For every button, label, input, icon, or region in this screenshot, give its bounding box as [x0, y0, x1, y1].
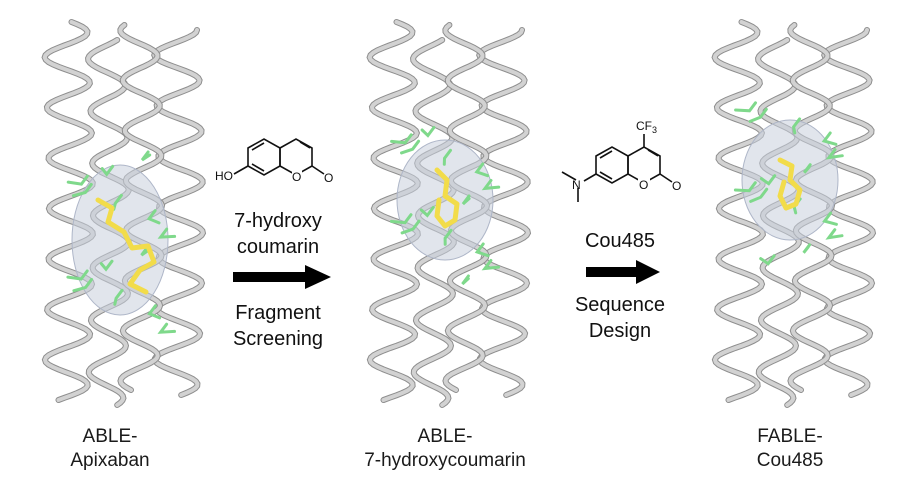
ligand-sticks	[434, 167, 460, 229]
protein-panel-cou485	[690, 0, 890, 420]
helix-ribbon	[822, 28, 876, 397]
side-chain	[140, 245, 151, 257]
side-chain	[147, 304, 162, 320]
side-chain	[481, 259, 500, 271]
side-chain	[71, 183, 93, 198]
atom-o-carbonyl-2: O	[672, 179, 681, 193]
binding-pocket	[396, 139, 494, 261]
caption-apixaban-line1: ABLE-	[82, 426, 138, 447]
side-chain	[748, 107, 768, 123]
atom-o-ring-2: O	[639, 178, 648, 192]
side-chain	[734, 101, 757, 113]
side-chain	[481, 178, 501, 191]
side-chain	[140, 150, 152, 162]
structure-7-hydroxycoumarin: HO O O	[215, 138, 333, 185]
caption-cou485-line2: Cou485	[756, 450, 824, 471]
method-fragment-screening: Fragment Screening	[220, 300, 336, 352]
ligand-sticks	[95, 197, 157, 295]
side-chain	[66, 269, 89, 281]
arrow-step1	[233, 265, 331, 289]
ligand-sticks	[777, 157, 803, 211]
ligand-label-cou485: Cou485	[570, 228, 670, 254]
atom-o-carbonyl-1: O	[324, 171, 333, 185]
side-chain	[389, 213, 413, 225]
ligand-cou485-text: Cou485	[584, 230, 656, 252]
side-chain	[803, 163, 812, 174]
structure-cou485: CF3 N O O	[561, 119, 681, 202]
atom-o-ring-1: O	[292, 170, 301, 184]
side-chain	[99, 259, 114, 272]
side-chain	[733, 181, 757, 193]
side-chain	[443, 228, 453, 246]
side-chain	[442, 148, 452, 166]
caption-cou485: FABLE- Cou485	[720, 425, 860, 473]
method2-line2: Design	[588, 320, 652, 342]
side-chain	[822, 211, 838, 226]
caption-7-hydroxycoumarin: ABLE- 7-hydroxycoumarin	[355, 425, 535, 473]
method-sequence-design: Sequence Design	[564, 292, 676, 344]
helix-bundle-apixaban	[41, 19, 207, 408]
side-chain	[802, 243, 812, 254]
side-chain	[146, 209, 161, 225]
side-chain	[100, 164, 115, 177]
side-chain	[420, 126, 436, 138]
arrow-step2	[586, 260, 660, 284]
side-chain	[461, 194, 471, 206]
ligand-label-line2: coumarin	[236, 236, 320, 258]
helix-ribbon	[712, 20, 765, 402]
protein-panel-apixaban	[20, 0, 220, 420]
side-chain	[157, 322, 176, 334]
method-line1: Fragment	[235, 302, 321, 324]
side-chain	[66, 174, 89, 186]
side-chain	[759, 254, 776, 266]
binding-pocket	[71, 164, 169, 316]
helix-bundle-7-hydroxycoumarin	[366, 19, 532, 408]
side-chain	[791, 117, 802, 135]
side-chain	[759, 174, 777, 186]
side-chain	[390, 133, 413, 145]
protein-panel-7-hydroxycoumarin	[345, 0, 545, 420]
side-chain	[825, 148, 844, 160]
caption-apixaban: ABLE- Apixaban	[40, 425, 180, 473]
atom-cf3: CF3	[636, 119, 657, 135]
atom-ho: HO	[215, 169, 233, 183]
side-chain	[821, 131, 838, 146]
side-chain	[400, 139, 421, 155]
side-chain	[419, 205, 435, 218]
caption-7hc-line1: ABLE-	[417, 426, 473, 447]
side-chain	[474, 162, 490, 178]
side-chain	[474, 242, 490, 258]
ligand-label-line1: 7-hydroxy	[234, 210, 322, 232]
helix-bundle-cou485	[711, 19, 877, 408]
method-line2: Screening	[232, 328, 324, 350]
side-chain	[461, 274, 470, 286]
side-chain	[72, 277, 94, 293]
side-chain	[400, 219, 421, 235]
caption-7hc-line2: 7-hydroxycoumarin	[364, 450, 526, 471]
ligand-label-7-hydroxycoumarin: 7-hydroxy coumarin	[224, 208, 332, 260]
side-chain	[825, 228, 844, 240]
caption-apixaban-line2: Apixaban	[70, 450, 150, 471]
method2-line1: Sequence	[574, 294, 666, 316]
atom-n: N	[572, 178, 581, 192]
side-chain	[113, 288, 124, 306]
side-chain	[749, 187, 769, 203]
caption-cou485-line1: FABLE-	[757, 426, 823, 447]
helix-ribbon	[367, 20, 420, 402]
side-chain	[157, 227, 177, 239]
helix-ribbon	[42, 20, 95, 402]
